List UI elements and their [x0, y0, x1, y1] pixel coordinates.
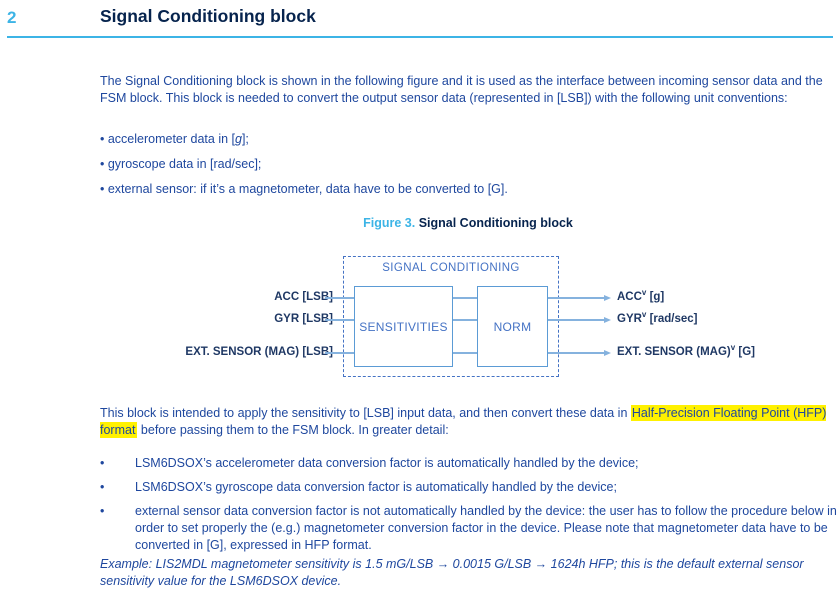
bullet-icon: •	[100, 456, 105, 470]
detail-text: before passing them to the FSM block. In…	[137, 423, 449, 437]
output-label-acc: ACCv [g]	[617, 288, 665, 303]
output-wire-gyr	[548, 319, 605, 321]
list-item-text: • accelerometer data in [	[100, 132, 235, 146]
arrow-right-icon	[604, 316, 611, 323]
output-wire-ext-sensor	[548, 352, 605, 354]
middle-wire-ext-sensor	[453, 352, 477, 354]
bullet-icon: •	[100, 504, 105, 518]
bullet-icon: •	[100, 480, 105, 494]
output-name: GYR	[617, 313, 642, 325]
figure-caption: Figure 3. Signal Conditioning block	[100, 216, 836, 230]
output-label-gyr: GYRv [rad/sec]	[617, 310, 698, 325]
input-label-acc: ACC [LSB]	[274, 291, 333, 303]
input-wire-acc	[325, 297, 354, 299]
section-title: Signal Conditioning block	[100, 6, 316, 26]
input-wire-ext-sensor	[325, 352, 354, 354]
figure-caption-title: Signal Conditioning block	[418, 216, 573, 230]
output-unit: [g]	[646, 291, 665, 303]
list-item-text: LSM6DSOX’s accelerometer data conversion…	[135, 456, 639, 470]
list-item: • external sensor: if it’s a magnetomete…	[100, 181, 836, 198]
signal-conditioning-container: SIGNAL CONDITIONING	[343, 256, 559, 377]
unit-conventions-list: • accelerometer data in [g]; • gyroscope…	[100, 131, 836, 206]
intro-paragraph: The Signal Conditioning block is shown i…	[100, 74, 823, 105]
list-item-text: external sensor data conversion factor i…	[135, 504, 837, 552]
list-item-text: • gyroscope data in [rad/sec];	[100, 157, 262, 171]
example-paragraph: Example: LIS2MDL magnetometer sensitivit…	[100, 557, 804, 588]
detail-text: This block is intended to apply the sens…	[100, 406, 631, 420]
list-item: • LSM6DSOX’s accelerometer data conversi…	[100, 455, 837, 472]
header-divider	[7, 36, 833, 38]
output-wire-acc	[548, 297, 605, 299]
list-item: • gyroscope data in [rad/sec];	[100, 156, 836, 173]
output-name: EXT. SENSOR (MAG)	[617, 346, 731, 358]
input-label-gyr: GYR [LSB]	[274, 313, 333, 325]
output-superscript: v	[641, 310, 647, 320]
output-label-ext-sensor: EXT. SENSOR (MAG)v [G]	[617, 343, 755, 358]
output-superscript: v	[730, 343, 736, 353]
list-item: • accelerometer data in [g];	[100, 131, 836, 148]
sensitivities-block: SENSITIVITIES	[354, 286, 453, 367]
list-item-emphasis: g	[235, 132, 242, 146]
output-unit: [rad/sec]	[646, 313, 698, 325]
input-wire-gyr	[325, 319, 354, 321]
list-item: • LSM6DSOX’s gyroscope data conversion f…	[100, 479, 837, 496]
list-item-text: ];	[241, 132, 249, 146]
list-item: • external sensor data conversion factor…	[100, 503, 837, 554]
middle-wire-gyr	[453, 319, 477, 321]
output-superscript: v	[641, 288, 647, 298]
figure-caption-label: Figure 3.	[363, 216, 416, 230]
middle-wire-acc	[453, 297, 477, 299]
conversion-factor-list: • LSM6DSOX’s accelerometer data conversi…	[100, 455, 837, 561]
arrow-right-icon	[604, 349, 611, 356]
list-item-text: LSM6DSOX’s gyroscope data conversion fac…	[135, 480, 617, 494]
diagram-container-label: SIGNAL CONDITIONING	[382, 262, 520, 274]
output-name: ACC	[617, 291, 642, 303]
norm-block: NORM	[477, 286, 548, 367]
arrow-right-icon	[604, 294, 611, 301]
section-number: 2	[7, 8, 17, 27]
input-label-ext-sensor: EXT. SENSOR (MAG) [LSB]	[185, 346, 333, 358]
output-unit: [G]	[735, 346, 755, 358]
detail-paragraph: This block is intended to apply the sens…	[100, 405, 836, 439]
list-item-text: • external sensor: if it’s a magnetomete…	[100, 182, 508, 196]
